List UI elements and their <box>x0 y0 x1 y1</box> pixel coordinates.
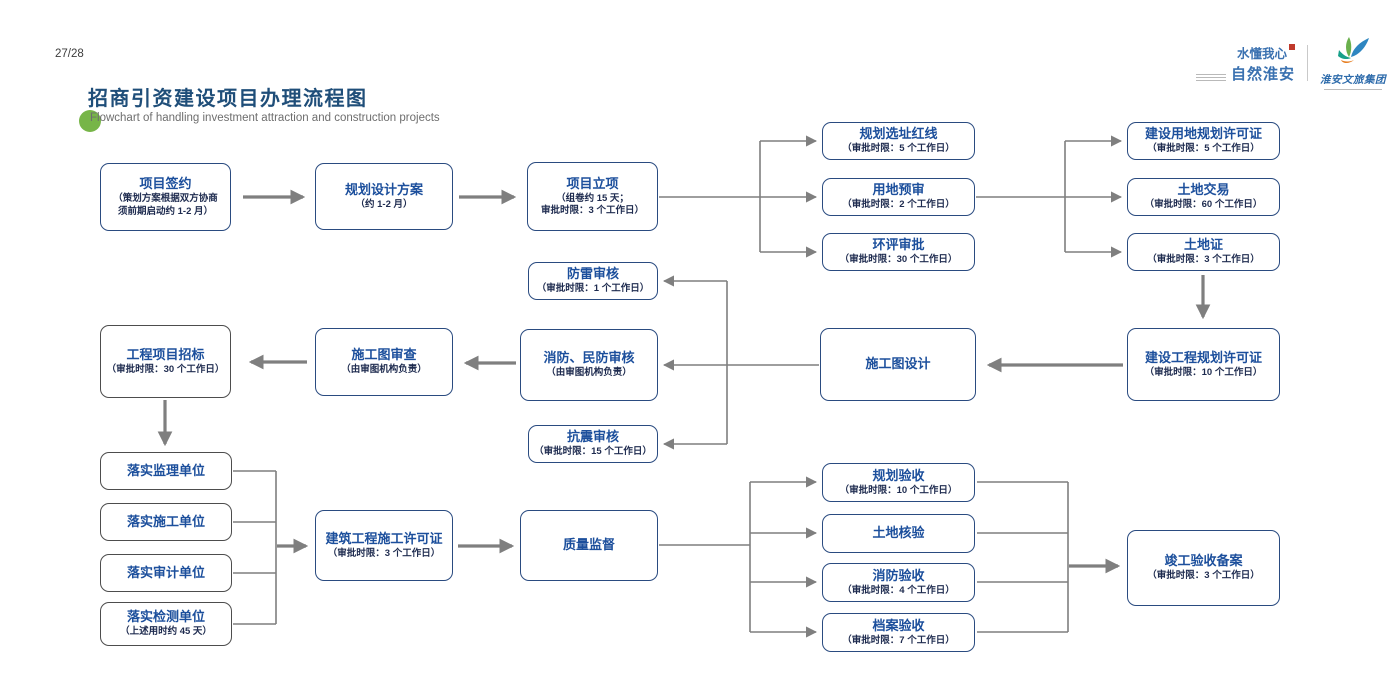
flow-box-subtitle: （审批时限：1 个工作日） <box>536 283 650 295</box>
flow-box-title: 消防、民防审核 <box>543 350 635 366</box>
flow-box-construction_permit: 建筑工程施工许可证（审批时限：3 个工作日） <box>315 510 453 581</box>
flow-box-title: 土地证 <box>1183 237 1223 253</box>
page-subtitle: Flowchart of handling investment attract… <box>90 112 440 124</box>
flow-box-subtitle: （审批时限：4 个工作日） <box>842 584 955 596</box>
green-dot-accent <box>79 110 101 132</box>
flow-box-land_permit: 建设用地规划许可证（审批时限：5 个工作日） <box>1127 122 1280 160</box>
flow-box-constructor: 落实施工单位 <box>100 503 232 541</box>
flow-box-title: 施工图设计 <box>865 356 931 372</box>
flow-box-title: 规划验收 <box>872 467 925 483</box>
flow-box-env: 环评审批（审批时限：30 个工作日） <box>822 233 975 271</box>
flow-box-land_check: 土地核验 <box>822 514 975 553</box>
flow-box-subtitle: （审批时限：60 个工作日） <box>1144 199 1263 211</box>
slogan-line1: 水懂我心 <box>1236 45 1287 61</box>
flow-box-title: 规划选址红线 <box>859 126 938 142</box>
brand-divider <box>1307 45 1308 81</box>
flow-box-approval: 项目立项（组卷约 15 天； 审批时限：3 个工作日） <box>527 162 658 231</box>
flow-box-land_cert: 土地证（审批时限：3 个工作日） <box>1127 233 1280 271</box>
page-title: 招商引资建设项目办理流程图 <box>88 86 368 110</box>
flow-box-seismic: 抗震审核（审批时限：15 个工作日） <box>528 425 658 463</box>
brand-logos: 水懂我心 自然淮安 淮安文旅集团 <box>1195 36 1386 90</box>
flow-box-title: 落实审计单位 <box>126 564 205 580</box>
flow-box-land_pre: 用地预审（审批时限：2 个工作日） <box>822 178 975 216</box>
flow-box-title: 用地预审 <box>872 182 925 198</box>
flow-box-subtitle: （审批时限：15 个工作日） <box>534 446 652 458</box>
flow-box-subtitle: （由审图机构负责） <box>341 364 427 376</box>
flow-box-fire_check: 消防验收（审批时限：4 个工作日） <box>822 563 975 602</box>
flow-box-title: 防雷审核 <box>566 266 619 282</box>
flow-box-title: 落实检测单位 <box>126 609 205 625</box>
flow-box-red_line: 规划选址红线（审批时限：5 个工作日） <box>822 122 975 160</box>
flow-box-lightning: 防雷审核（审批时限：1 个工作日） <box>528 262 658 300</box>
flow-box-quality: 质量监督 <box>520 510 658 581</box>
flow-box-subtitle: （审批时限：5 个工作日） <box>1147 143 1260 155</box>
flow-box-plan_check: 规划验收（审批时限：10 个工作日） <box>822 463 975 502</box>
flow-box-subtitle: （审批时限：30 个工作日） <box>106 363 225 375</box>
flow-box-title: 抗震审核 <box>566 429 619 445</box>
flow-box-title: 落实监理单位 <box>126 462 205 478</box>
flow-box-sign: 项目签约（策划方案根据双方协商 须前期启动约 1-2 月） <box>100 163 231 231</box>
flow-box-subtitle: （审批时限：3 个工作日） <box>327 547 441 559</box>
fine-print-lines <box>1195 73 1226 84</box>
flow-box-subtitle: （审批时限：30 个工作日） <box>839 254 958 266</box>
flow-box-auditor: 落实审计单位 <box>100 554 232 592</box>
company-name: 淮安文旅集团 <box>1320 74 1386 86</box>
slogan-logo: 水懂我心 自然淮安 <box>1195 43 1295 84</box>
company-logo-icon <box>1338 37 1369 63</box>
flow-box-title: 建设工程规划许可证 <box>1144 349 1262 365</box>
flow-box-title: 环评审批 <box>872 237 925 253</box>
flow-box-title: 工程项目招标 <box>126 346 205 362</box>
flow-box-title: 施工图审查 <box>351 347 417 363</box>
fine-print-line <box>1324 89 1382 90</box>
flow-box-subtitle: （审批时限：5 个工作日） <box>842 143 955 155</box>
flow-box-title: 竣工验收备案 <box>1164 553 1243 569</box>
flow-box-subtitle: （组卷约 15 天； 审批时限：3 个工作日） <box>541 192 644 217</box>
flow-box-subtitle: （审批时限：10 个工作日） <box>839 484 958 496</box>
flow-box-subtitle: （审批时限：7 个工作日） <box>842 634 955 646</box>
company-logo: 淮安文旅集团 <box>1320 36 1386 90</box>
flow-box-title: 消防验收 <box>872 567 925 583</box>
flow-box-project_permit: 建设工程规划许可证（审批时限：10 个工作日） <box>1127 328 1280 401</box>
flow-box-completion: 竣工验收备案（审批时限：3 个工作日） <box>1127 530 1280 606</box>
flow-box-supervisor: 落实监理单位 <box>100 452 232 490</box>
flow-box-fire_civil: 消防、民防审核（由审图机构负责） <box>520 329 658 401</box>
flow-box-land_trade: 土地交易（审批时限：60 个工作日） <box>1127 178 1280 216</box>
slogan-line2: 自然淮安 <box>1230 64 1295 83</box>
flow-box-subtitle: （审批时限：10 个工作日） <box>1144 366 1263 378</box>
flow-box-title: 项目立项 <box>566 175 619 191</box>
flow-box-subtitle: （审批时限：3 个工作日） <box>1147 254 1260 266</box>
flow-box-title: 落实施工单位 <box>126 513 205 529</box>
flow-box-subtitle: （策划方案根据双方协商 须前期启动约 1-2 月） <box>113 193 218 217</box>
flow-box-title: 档案验收 <box>872 617 925 633</box>
flow-box-title: 项目签约 <box>139 176 192 192</box>
flow-box-subtitle: （审批时限：3 个工作日） <box>1147 570 1260 582</box>
flow-box-title: 规划设计方案 <box>344 181 423 197</box>
flow-box-drawing_design: 施工图设计 <box>820 328 976 401</box>
flow-box-title: 建筑工程施工许可证 <box>325 530 443 546</box>
flow-box-subtitle: （约 1-2 月） <box>355 198 413 210</box>
flow-box-archive_check: 档案验收（审批时限：7 个工作日） <box>822 613 975 652</box>
flow-box-title: 质量监督 <box>562 537 615 553</box>
flow-box-title: 土地交易 <box>1177 182 1230 198</box>
seal-mark-icon <box>1289 43 1295 50</box>
flow-box-plan_design: 规划设计方案（约 1-2 月） <box>315 163 453 230</box>
flow-box-drawing_review: 施工图审查（由审图机构负责） <box>315 328 453 396</box>
flow-box-subtitle: （上述用时约 45 天） <box>120 626 212 638</box>
flow-box-title: 建设用地规划许可证 <box>1144 126 1262 142</box>
page-number: 27/28 <box>55 48 84 60</box>
flow-box-tender: 工程项目招标（审批时限：30 个工作日） <box>100 325 231 398</box>
flow-box-subtitle: （审批时限：2 个工作日） <box>842 199 955 211</box>
flow-box-title: 土地核验 <box>872 525 925 541</box>
flow-box-inspector: 落实检测单位（上述用时约 45 天） <box>100 602 232 646</box>
flow-box-subtitle: （由审图机构负责） <box>546 367 632 379</box>
